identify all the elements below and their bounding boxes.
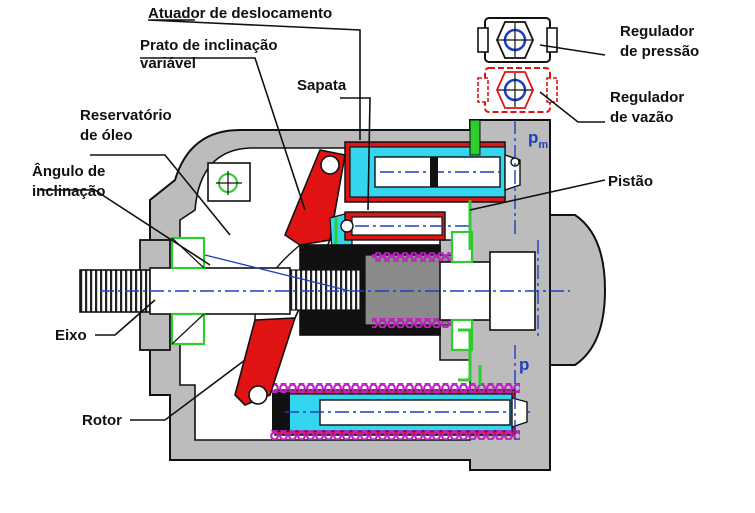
label-reg-pressao-1: Regulador xyxy=(620,23,694,40)
label-angulo-2: inclinação xyxy=(32,183,105,200)
label-rotor: Rotor xyxy=(82,412,122,429)
label-angulo-1: Ângulo de xyxy=(32,162,105,180)
label-prato-2: variável xyxy=(140,55,196,72)
label-reg-vazao-2: de vazão xyxy=(610,109,673,126)
symbol-p: p xyxy=(519,355,529,374)
flow-regulator-body xyxy=(478,68,557,112)
label-sapata: Sapata xyxy=(297,77,347,94)
label-reg-vazao-1: Regulador xyxy=(610,89,684,106)
label-pistao: Pistão xyxy=(608,173,653,190)
label-prato-1: Prato de inclinação xyxy=(140,37,278,54)
label-eixo: Eixo xyxy=(55,327,87,344)
label-reservatorio-2: de óleo xyxy=(80,127,133,144)
lower-actuator xyxy=(270,383,530,440)
label-reg-pressao-2: de pressão xyxy=(620,43,699,60)
label-reservatorio-1: Reservatório xyxy=(80,107,172,124)
label-atuador: Atuador de deslocamento xyxy=(148,5,332,22)
cylinder-block xyxy=(290,245,455,335)
pressure-regulator-body xyxy=(478,18,557,62)
